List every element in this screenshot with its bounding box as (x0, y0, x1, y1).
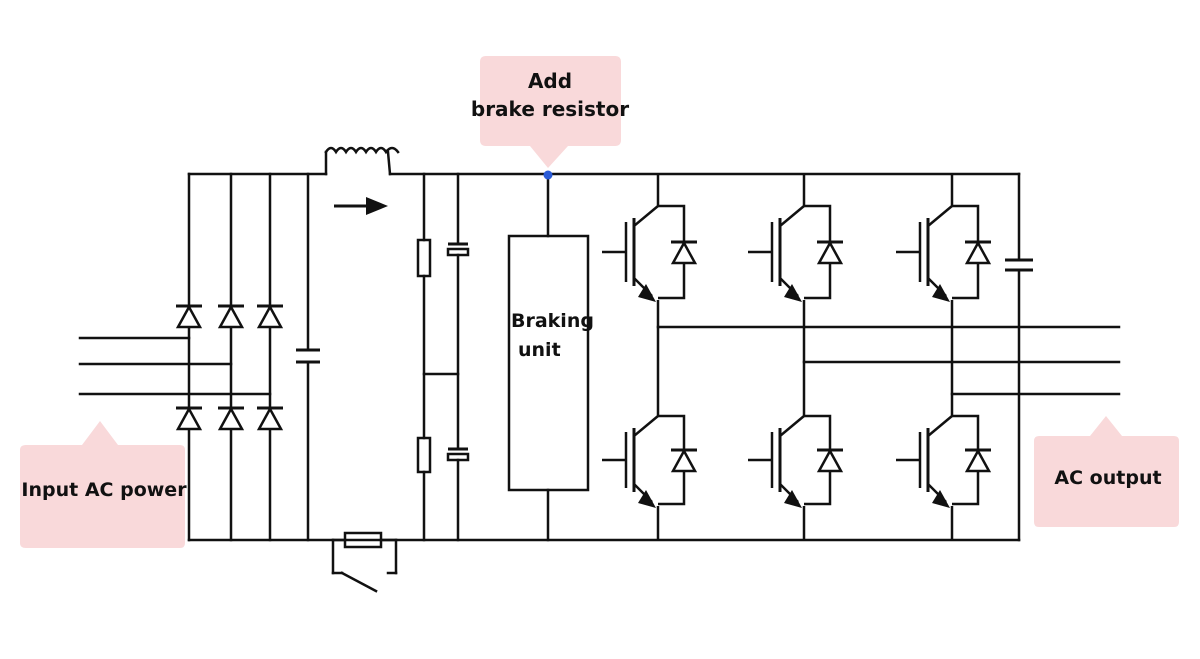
precharge-circuit (331, 531, 398, 593)
rectifier-diode-upper-1 (175, 304, 203, 329)
bus-capacitors (446, 172, 470, 542)
lower-igbt-3 (896, 406, 992, 514)
inverter-bridge (602, 174, 992, 540)
braking-unit-label-line2: unit (518, 339, 561, 361)
input-power-callout-bubble (20, 421, 185, 548)
ac-output-callout-bubble (1034, 416, 1179, 527)
braking-unit-label-line1: Braking (511, 310, 594, 332)
lower-igbt-1-diode (670, 448, 698, 473)
rectifier-diode-upper-2 (217, 304, 245, 329)
dc-bus (187, 172, 1021, 542)
bus-balancing-resistors (416, 172, 460, 542)
upper-igbt-1-diode (670, 240, 698, 265)
output-ac-lines (656, 325, 1121, 396)
ac-output-callout: AC output (1034, 416, 1179, 527)
upper-igbt-1 (602, 196, 698, 308)
rectifier-bridge (187, 172, 272, 542)
dc-link-inductor (324, 146, 400, 176)
upper-igbt-3 (896, 196, 992, 308)
output-snubber-capacitor (1005, 172, 1033, 542)
rectifier-diode-lower-3 (256, 406, 284, 431)
rectifier-diode-lower-1 (175, 406, 203, 431)
lower-igbt-3-diode (964, 448, 992, 473)
upper-igbt-2-diode (816, 240, 844, 265)
braking-unit-box (507, 234, 590, 492)
input-power-callout: Input AC power (20, 421, 187, 548)
upper-igbt-3-diode (964, 240, 992, 265)
lower-igbt-2-diode (816, 448, 844, 473)
inverter-leg-1 (602, 174, 698, 540)
filter-capacitor (296, 172, 320, 542)
rectifier-diodes (175, 304, 284, 431)
input-power-label: Input AC power (21, 479, 187, 501)
rectifier-diode-upper-3 (256, 304, 284, 329)
brake-resistor-callout-bubble (480, 56, 621, 168)
brake-resistor-label-line1: Add (528, 69, 572, 93)
upper-igbt-2 (748, 196, 844, 308)
brake-resistor-label-line2: brake resistor (471, 97, 629, 121)
braking-unit: Braking unit (507, 172, 594, 542)
bypass-switch (340, 571, 378, 593)
lower-igbt-2 (748, 406, 844, 514)
brake-resistor-callout: Add brake resistor (471, 56, 629, 168)
inverter-leg-2 (748, 174, 844, 540)
ac-output-label: AC output (1054, 467, 1161, 489)
junction-dot-icon (543, 170, 553, 180)
input-ac-lines (78, 336, 272, 396)
right-arrow-icon (334, 197, 388, 215)
rectifier-diode-lower-2 (217, 406, 245, 431)
lower-igbt-1 (602, 406, 698, 514)
inverter-leg-3 (896, 174, 992, 540)
